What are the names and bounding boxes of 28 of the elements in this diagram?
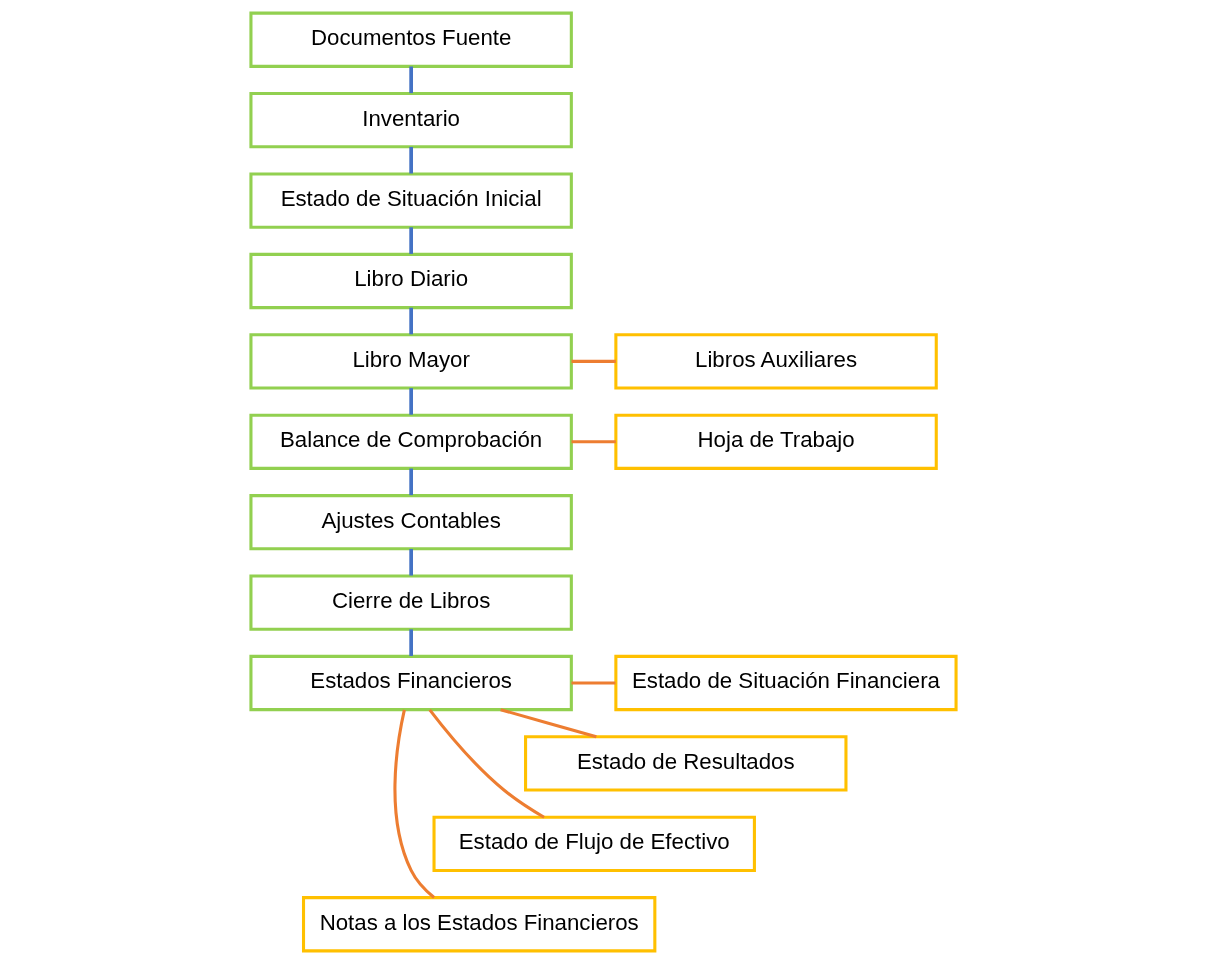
connector: [408, 629, 413, 656]
node-box: Notas a los Estados Financieros: [301, 896, 656, 953]
node-box: Cierre de Libros: [248, 574, 573, 631]
node-box: Ajustes Contables: [248, 494, 573, 551]
node-box: Inventario: [248, 92, 573, 149]
node-box: Libros Auxiliares: [613, 333, 938, 390]
node-box: Balance de Comprobación: [248, 413, 573, 470]
connector: [408, 66, 413, 94]
node-box: Libro Diario: [248, 252, 573, 310]
connector: [571, 440, 616, 444]
node-box: Estados Financieros: [248, 654, 573, 712]
node-box: Hoja de Trabajo: [613, 413, 938, 470]
node-box: Estado de Situación Inicial: [248, 172, 573, 229]
connector: [408, 388, 413, 415]
node-box: Estado de Resultados: [523, 735, 847, 792]
connector: [499, 708, 597, 739]
connector: [570, 681, 615, 685]
connector: [408, 146, 413, 174]
node-box: Estado de Flujo de Efectivo: [432, 815, 756, 872]
node-box: Libro Mayor: [248, 333, 573, 390]
node-box: Estado de Situación Financiera: [613, 654, 958, 712]
connector: [408, 307, 413, 335]
connector: [408, 468, 413, 496]
connector: [408, 548, 413, 576]
node-box: Documentos Fuente: [248, 11, 573, 68]
connector: [392, 709, 435, 899]
connector: [571, 359, 616, 363]
connector: [408, 227, 413, 254]
